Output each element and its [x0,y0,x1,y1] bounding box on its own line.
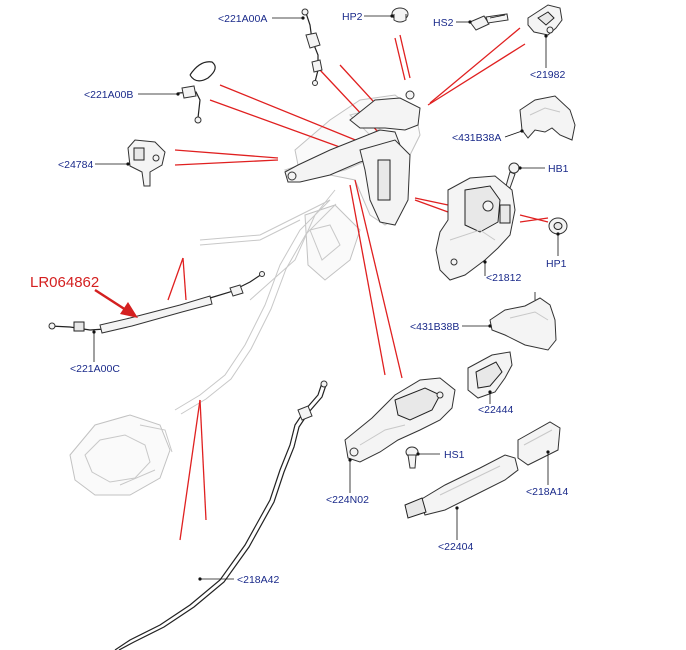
part-22444-gasket [467,351,513,399]
part-431B38B-cover [489,292,557,351]
part-HS2-bolt [469,13,509,31]
label-HS2: HS2 [433,17,454,29]
part-21982-striker [527,4,563,36]
part-218A14-cap [517,421,561,466]
callout-arrow [94,288,138,318]
callout-label: LR064862 [30,274,99,291]
label-HS1: HS1 [444,449,465,461]
label-218A42: <218A42 [237,574,279,586]
main-handle-bracket [284,90,421,226]
part-221A00C-cable [48,271,265,334]
label-HP2: HP2 [342,11,363,23]
label-221A00C: <221A00C [70,363,120,375]
part-224N02-carrier [344,377,456,463]
guide-lines [167,27,549,541]
label-22404: <22404 [438,541,473,553]
label-431B38A: <431B38A [452,132,501,144]
part-21812-latch [435,175,516,281]
part-HP2-plug [391,7,409,23]
part-24784-actuator [127,139,166,187]
label-221A00B: <221A00B [84,89,133,101]
label-218A14: <218A14 [526,486,568,498]
part-HP1-grommet [548,217,568,235]
part-HB1-screw [505,162,520,189]
part-221A00B-cable [177,61,216,124]
part-22404-handle [404,454,519,519]
label-21982: <21982 [530,69,565,81]
part-431B38A-cover [519,95,576,141]
part-218A42-cable [114,380,328,650]
label-24784: <24784 [58,159,93,171]
label-HP1: HP1 [546,258,567,270]
label-431B38B: <431B38B [410,321,459,333]
leader-dots [92,14,560,581]
label-HB1: HB1 [548,163,569,175]
label-21812: <21812 [486,272,521,284]
part-221A00A-cable [301,8,323,86]
label-224N02: <224N02 [326,494,369,506]
part-HS1-screw [405,446,419,469]
label-221A00A: <221A00A [218,13,267,25]
leader-lines [93,15,559,580]
label-22444: <22444 [478,404,513,416]
